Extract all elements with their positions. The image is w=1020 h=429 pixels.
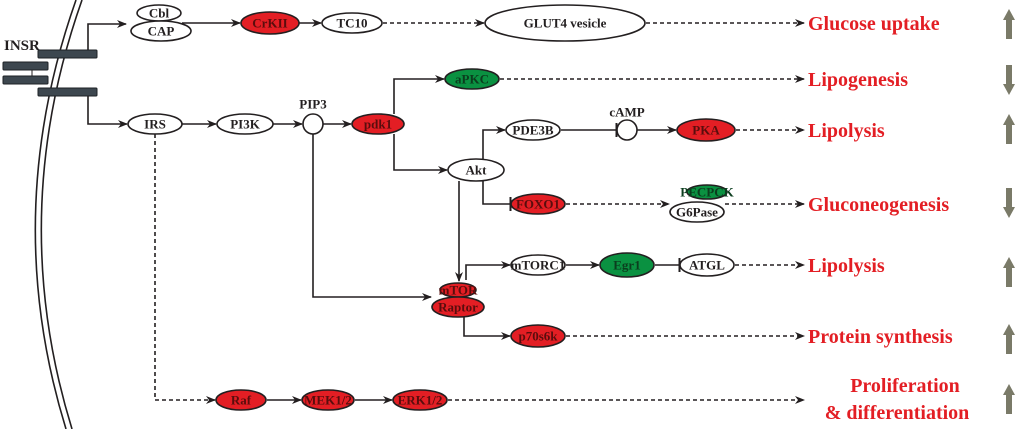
node-atgl: ATGL (679, 253, 735, 277)
edges (87, 19, 805, 404)
svg-text:Egr1: Egr1 (613, 258, 640, 273)
svg-text:p70s6k: p70s6k (518, 329, 558, 344)
svg-text:mTOR: mTOR (439, 283, 478, 298)
svg-text:IRS: IRS (144, 117, 166, 132)
node-pi3k: PI3K (216, 113, 274, 135)
node-egr1: Egr1 (599, 252, 655, 278)
svg-text:ERK1/2: ERK1/2 (398, 393, 443, 408)
node-raptor: Raptor (431, 296, 485, 318)
node-akt: Akt (447, 158, 505, 182)
svg-text:Cbl: Cbl (149, 6, 170, 21)
node-irs: IRS (127, 113, 183, 135)
node-pde3b: PDE3B (505, 119, 561, 141)
outcome-lipolysis-1: Lipolysis (808, 120, 885, 142)
svg-text:Akt: Akt (466, 163, 488, 178)
insr-label: INSR (4, 38, 40, 54)
outcome-gluconeogenesis: Gluconeogenesis (808, 194, 949, 216)
node-cap: CAP (130, 20, 192, 42)
outcome-proliferation: Proliferation (850, 375, 960, 397)
node-raf: Raf (215, 389, 267, 411)
svg-text:PDE3B: PDE3B (512, 123, 554, 138)
svg-text:mTORC1: mTORC1 (511, 258, 566, 273)
svg-text:PI3K: PI3K (230, 117, 261, 132)
node-p70s6k: p70s6k (510, 324, 566, 348)
node-mtorc1: mTORC1 (510, 254, 566, 276)
svg-text:pdk1: pdk1 (364, 117, 392, 132)
outcome-lipogenesis: Lipogenesis (808, 69, 908, 91)
node-mek: MEK1/2 (301, 389, 355, 411)
svg-text:GLUT4 vesicle: GLUT4 vesicle (524, 16, 607, 31)
arrow-up-icon (1003, 114, 1015, 144)
svg-text:PIP3: PIP3 (299, 97, 327, 112)
arrow-up-icon (1003, 384, 1015, 414)
svg-text:Raptor: Raptor (438, 300, 478, 315)
node-glut4-vesicle: GLUT4 vesicle (484, 4, 646, 42)
outcome-lipolysis-2: Lipolysis (808, 255, 885, 277)
arrow-up-icon (1003, 9, 1015, 39)
svg-text:PKA: PKA (692, 123, 720, 138)
cell-membrane (34, 0, 83, 429)
svg-text:ATGL: ATGL (689, 258, 725, 273)
svg-text:CAP: CAP (148, 24, 175, 39)
arrow-up-icon (1003, 257, 1015, 287)
outcome-differentiation: & differentiation (825, 402, 970, 424)
arrow-up-icon (1003, 324, 1015, 354)
node-cbl: Cbl (136, 4, 182, 22)
svg-text:Raf: Raf (231, 393, 252, 408)
node-pka: PKA (676, 118, 736, 142)
svg-text:aPKC: aPKC (455, 72, 489, 87)
svg-text:PECPCK: PECPCK (680, 185, 734, 200)
node-pip3: PIP3 (299, 97, 327, 135)
svg-text:MEK1/2: MEK1/2 (304, 393, 352, 408)
node-apkc: aPKC (444, 68, 500, 90)
svg-text:G6Pase: G6Pase (676, 205, 718, 220)
node-pepck: PECPCK (680, 184, 735, 200)
arrow-down-icon (1003, 65, 1015, 95)
node-crkii: CrKII (240, 11, 300, 35)
insr-receptor (2, 49, 98, 97)
outcome-protein-synthesis: Protein synthesis (808, 326, 953, 348)
node-foxo1: FOXO1 (510, 193, 566, 215)
svg-text:cAMP: cAMP (609, 105, 644, 120)
node-tc10: TC10 (321, 12, 383, 34)
svg-text:CrKII: CrKII (252, 16, 287, 31)
outcome-glucose-uptake: Glucose uptake (808, 13, 940, 35)
node-erk: ERK1/2 (392, 389, 448, 411)
node-mtor: mTOR (439, 282, 478, 298)
arrow-down-icon (1003, 188, 1015, 218)
node-pdk1: pdk1 (351, 113, 405, 135)
svg-text:TC10: TC10 (336, 16, 367, 31)
node-camp: cAMP (609, 105, 645, 141)
svg-text:FOXO1: FOXO1 (516, 197, 560, 212)
node-g6pase: G6Pase (669, 201, 725, 223)
